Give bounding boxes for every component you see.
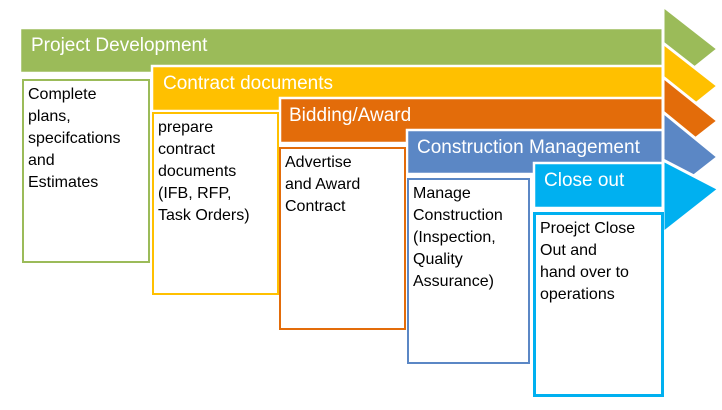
- detail-box-close-out: Proejct Close Out and hand over to opera…: [533, 212, 664, 397]
- detail-box-construction-management: Manage Construction (Inspection, Quality…: [407, 178, 530, 364]
- banner-label-contract-documents: Contract documents: [163, 73, 334, 94]
- banner-label-project-development: Project Development: [31, 35, 208, 56]
- banner-label-bidding-award: Bidding/Award: [289, 105, 412, 126]
- detail-box-contract-documents: prepare contract documents (IFB, RFP, Ta…: [152, 112, 279, 295]
- arrow-head-close-out: [661, 157, 722, 237]
- banner-label-close-out: Close out: [544, 170, 625, 191]
- banner-label-construction-management: Construction Management: [417, 137, 640, 158]
- detail-box-bidding-award: Advertise and Award Contract: [279, 147, 406, 330]
- detail-box-project-development: Complete plans, specifcations and Estima…: [22, 79, 150, 263]
